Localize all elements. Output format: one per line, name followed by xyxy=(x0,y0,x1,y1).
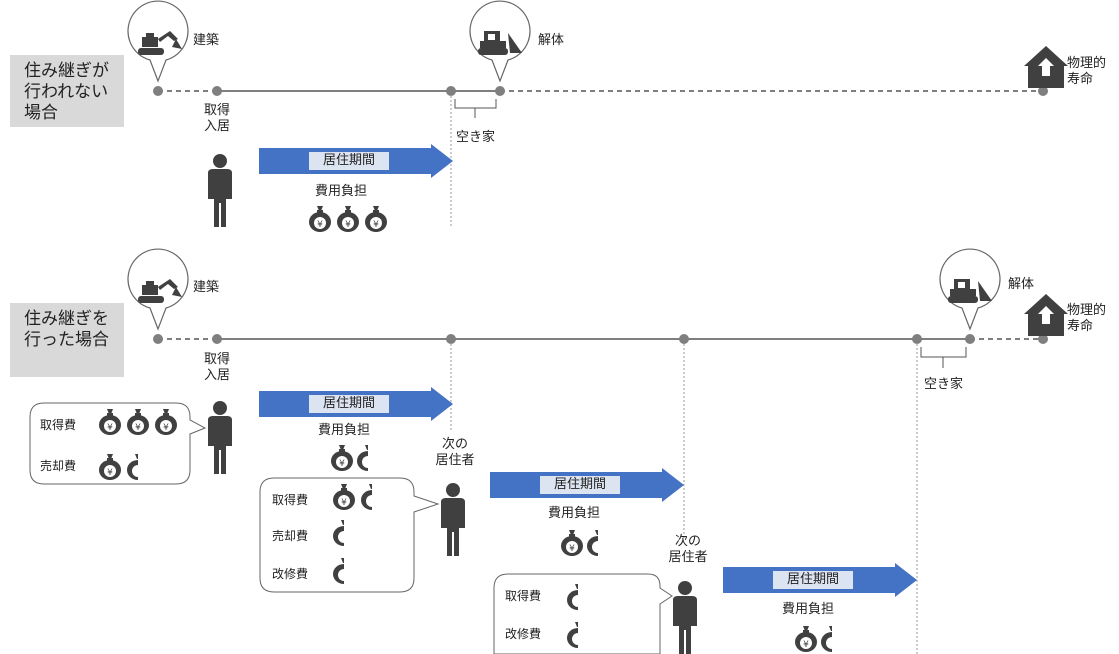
demolish-label: 解体 xyxy=(1008,277,1035,292)
acquire-cost-label: 取得費 xyxy=(505,589,542,603)
money-bag-icon xyxy=(331,445,353,471)
callout-3 xyxy=(493,573,673,654)
excavator-bubble-1 xyxy=(127,0,189,83)
timeline-2 xyxy=(153,334,1048,654)
money-bag-icon xyxy=(337,206,359,232)
timeline-1 xyxy=(153,86,1048,228)
acquire-cost-label: 取得費 xyxy=(40,418,77,432)
money-bag-icon xyxy=(365,206,387,232)
person-icon xyxy=(673,581,697,654)
build-label: 建築 xyxy=(193,280,220,295)
residence-arrow: 居住期間 xyxy=(259,387,453,421)
next-resident-label: 次の 居住者 xyxy=(435,437,475,468)
acquire-label: 取得 入居 xyxy=(203,103,230,134)
scenario-2-label: 住み継ぎを 行った場合 xyxy=(10,303,124,377)
money-bag-icon xyxy=(357,445,368,471)
callout-2 xyxy=(259,477,440,593)
acquire-cost-label: 取得費 xyxy=(272,493,309,507)
build-label: 建築 xyxy=(193,33,220,48)
bulldozer-icon xyxy=(478,31,522,55)
money-bag-icon xyxy=(309,206,331,232)
excavator-bubble-2 xyxy=(127,248,189,331)
bulldozer-bubble-2 xyxy=(939,248,1001,331)
scenario-1-label: 住み継ぎが 行われない 場合 xyxy=(10,55,124,127)
money-bag-icon xyxy=(587,530,598,556)
house-icon xyxy=(1024,294,1068,336)
sale-cost-label: 売却費 xyxy=(40,459,77,473)
money-bag-icon xyxy=(821,626,832,652)
repair-cost-label: 改修費 xyxy=(272,567,309,581)
vacant-label: 空き家 xyxy=(456,130,496,145)
person-icon xyxy=(208,154,232,227)
cost-label: 費用負担 xyxy=(548,506,601,521)
money-bag-icon xyxy=(561,530,583,556)
vacant-label: 空き家 xyxy=(924,377,964,392)
demolish-label: 解体 xyxy=(538,33,565,48)
excavator-icon xyxy=(138,31,182,55)
sale-cost-label: 売却費 xyxy=(272,529,309,543)
residence-arrow: 居住期間 xyxy=(490,468,684,502)
money-bag-icon xyxy=(795,626,817,652)
acquire-label: 取得 入居 xyxy=(203,352,230,383)
person-icon xyxy=(441,483,465,556)
physical-life-label: 物理的 寿命 xyxy=(1067,303,1107,334)
cost-label: 費用負担 xyxy=(318,423,371,438)
bulldozer-bubble-1 xyxy=(469,0,531,83)
residence-arrow: 居住期間 xyxy=(723,563,917,597)
repair-cost-label: 改修費 xyxy=(505,627,542,641)
cost-label: 費用負担 xyxy=(315,184,368,199)
residence-arrow: 居住期間 xyxy=(259,144,453,178)
house-icon xyxy=(1024,46,1068,88)
next-resident-label: 次の 居住者 xyxy=(668,534,708,565)
physical-life-label: 物理的 寿命 xyxy=(1067,56,1107,87)
person-icon xyxy=(208,401,232,474)
excavator-icon xyxy=(138,279,182,303)
bulldozer-icon xyxy=(948,279,992,303)
cost-label: 費用負担 xyxy=(782,602,835,617)
